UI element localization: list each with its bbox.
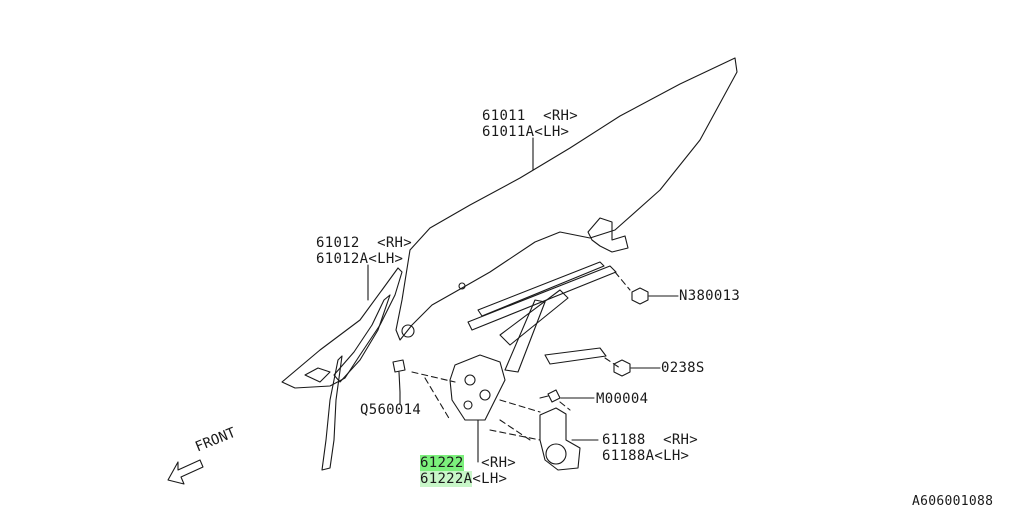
glass-hole xyxy=(401,324,415,338)
label-bolt-q560014: Q560014 xyxy=(360,402,422,418)
partition-run-detail xyxy=(304,367,331,383)
front-arrow-icon xyxy=(167,459,204,485)
label-partition-lh: 61012A<LH> xyxy=(316,251,404,267)
motor-gear xyxy=(545,443,567,465)
motor-body xyxy=(539,407,581,471)
label-motor-rh: 61188 <RH> xyxy=(602,432,699,448)
partition-channel xyxy=(333,294,391,383)
partition-run xyxy=(321,355,343,471)
label-nut-0238s: 0238S xyxy=(661,360,705,376)
label-glass-rh: 61011 <RH> xyxy=(482,108,579,124)
label-regulator-lh: 61222A<LH> xyxy=(420,471,507,487)
regulator-part-lh-highlight: 61222A xyxy=(420,471,473,487)
label-motor-lh: 61188A<LH> xyxy=(602,448,690,464)
label-glass-lh: 61011A<LH> xyxy=(482,124,570,140)
bolt-q560014-shape xyxy=(392,359,406,393)
regulator-hole-3 xyxy=(463,400,473,410)
diagram-id: A606001088 xyxy=(912,494,994,509)
label-regulator-rh: 61222 <RH> xyxy=(420,455,516,471)
regulator-hole-2 xyxy=(479,389,491,401)
regulator-upper-rail xyxy=(467,265,617,331)
bolt-m00004-shape xyxy=(539,389,561,403)
nut-0238s-shape xyxy=(613,359,631,377)
partition-glass-outline xyxy=(281,267,403,389)
nut-n380013-shape xyxy=(631,287,649,305)
label-nut-n380013: N380013 xyxy=(679,288,741,304)
glass-bracket xyxy=(587,217,629,253)
regulator-upper-rail-2 xyxy=(477,261,605,317)
regulator-lh-suffix: <LH> xyxy=(472,471,508,487)
regulator-base-plate xyxy=(449,354,506,421)
assembly-lines xyxy=(411,271,631,441)
regulator-arm xyxy=(499,289,569,346)
regulator-rh-suffix: <RH> xyxy=(463,455,517,471)
label-partition-rh: 61012 <RH> xyxy=(316,235,413,251)
label-bolt-m00004: M00004 xyxy=(596,391,649,407)
glass-hole-2 xyxy=(458,282,466,290)
regulator-hole-1 xyxy=(464,374,476,386)
regulator-lower-rail xyxy=(544,347,607,365)
regulator-part-highlight: 61222 xyxy=(420,455,464,471)
regulator-arm-2 xyxy=(504,299,546,373)
door-glass-outline xyxy=(395,57,738,341)
